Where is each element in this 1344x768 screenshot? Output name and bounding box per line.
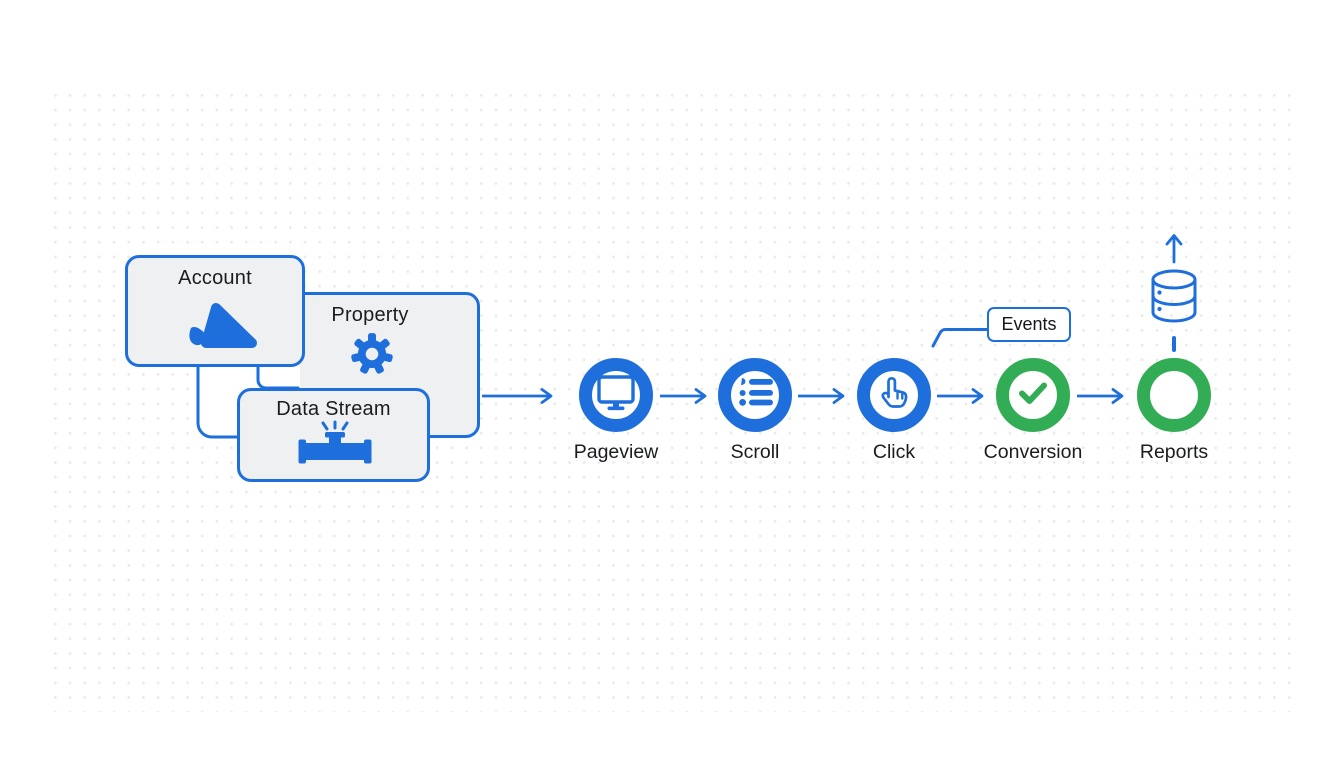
pipe-icon bbox=[295, 420, 375, 477]
pointer-hand-icon bbox=[874, 372, 914, 419]
events-connector-line bbox=[931, 328, 990, 348]
account-box: Account bbox=[125, 255, 305, 367]
arrow-scroll-to-click bbox=[798, 388, 845, 404]
check-icon bbox=[1012, 373, 1054, 418]
data-stream-box: Data Stream bbox=[237, 388, 430, 482]
flow-label-conversion: Conversion bbox=[983, 441, 1083, 463]
arrow-datastream-to-pageview bbox=[482, 388, 553, 404]
monitor-icon bbox=[594, 373, 638, 418]
flow-node-click bbox=[857, 358, 931, 432]
list-icon bbox=[734, 373, 776, 418]
account-box-title: Account bbox=[178, 267, 252, 289]
flow-node-reports bbox=[1137, 358, 1211, 432]
arrow-click-to-conversion bbox=[937, 388, 984, 404]
arrow-pageview-to-scroll bbox=[660, 388, 707, 404]
flow-label-click: Click bbox=[872, 441, 916, 463]
arrow-conversion-to-reports bbox=[1077, 388, 1124, 404]
property-box-title: Property bbox=[331, 304, 409, 326]
data-stream-box-title: Data Stream bbox=[276, 398, 391, 420]
flow-label-reports: Reports bbox=[1139, 441, 1209, 463]
gear-icon bbox=[349, 331, 395, 382]
flow-node-conversion bbox=[996, 358, 1070, 432]
arrow-database-up bbox=[1165, 234, 1183, 264]
flow-label-scroll: Scroll bbox=[730, 441, 780, 463]
flow-label-pageview: Pageview bbox=[573, 441, 659, 463]
flow-node-pageview bbox=[579, 358, 653, 432]
reports-to-database-dash bbox=[1172, 336, 1176, 352]
flow-node-scroll bbox=[718, 358, 792, 432]
events-tag-label: Events bbox=[1001, 314, 1057, 334]
database-icon bbox=[1148, 268, 1200, 337]
events-tag: Events bbox=[987, 307, 1071, 342]
analytics-logo-icon bbox=[186, 297, 258, 358]
